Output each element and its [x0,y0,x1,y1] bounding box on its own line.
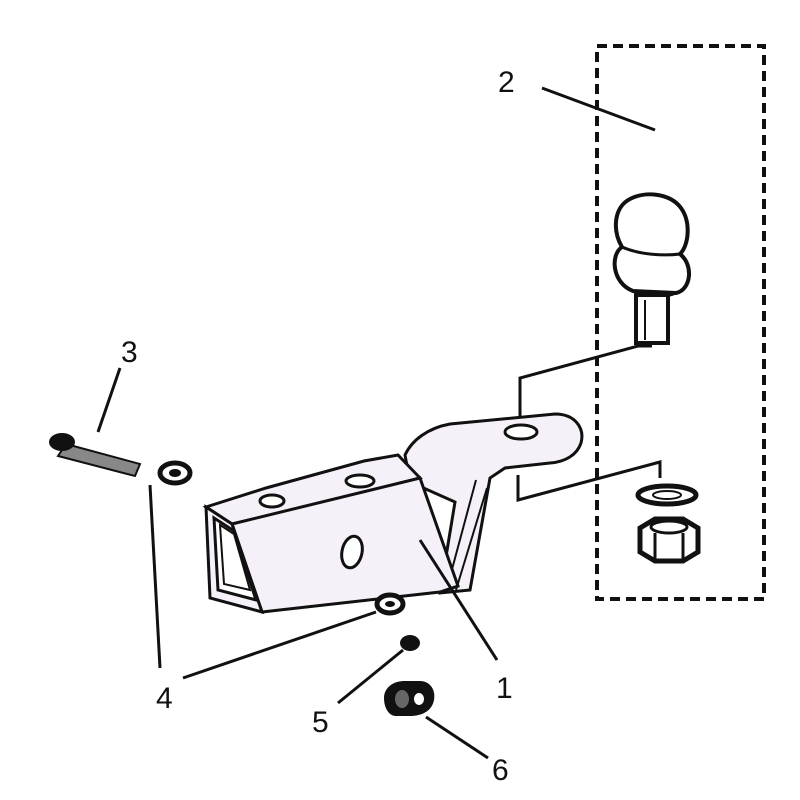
leader-line-3 [96,367,122,433]
leader-line-4a [148,484,162,669]
pin-part [49,433,142,478]
callout-6: 6 [492,754,509,787]
hex-nut-part [637,516,701,564]
washer-part-upper [157,460,193,486]
receiver-mount-part [202,412,584,615]
kit-dashed-box [595,44,766,601]
ball-connector-line [518,344,652,416]
leader-line-4b [182,610,377,680]
lock-washer-part [635,483,699,507]
callout-4: 4 [156,682,173,715]
callout-3: 3 [121,336,138,369]
callout-5: 5 [312,706,329,739]
leader-line-1 [418,539,499,661]
nut-connector-line [516,460,662,502]
leader-line-2 [541,86,656,132]
washer-part-lower [374,592,406,616]
hitch-ball-part [612,192,691,345]
ball-assembly-kit [516,44,766,601]
callout-1: 1 [496,672,513,705]
nut-part [384,681,435,716]
callout-2: 2 [498,66,515,99]
clip-part [400,635,420,651]
leader-line-5 [337,648,404,705]
leader-line-6 [425,715,489,760]
